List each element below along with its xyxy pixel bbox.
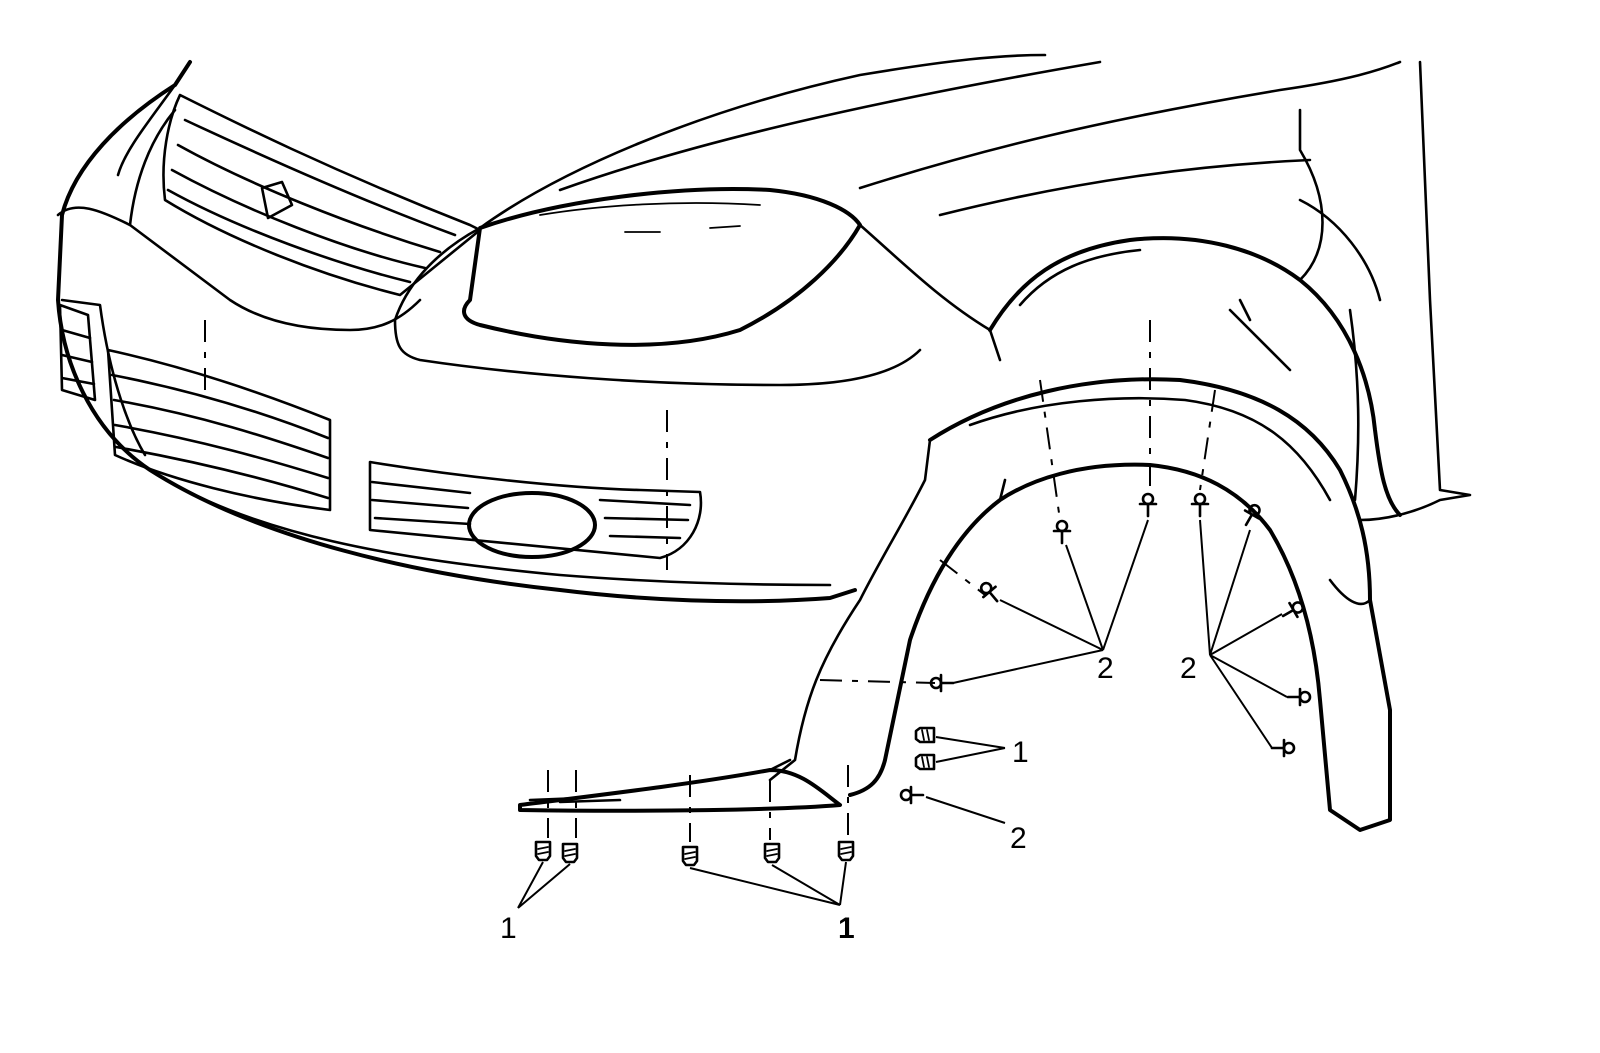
callout-label: 2 (1180, 652, 1197, 685)
screw-icon (681, 845, 699, 867)
fog-lamp (368, 460, 703, 560)
alignment-centerlines (204, 320, 1216, 842)
screw-icon (561, 842, 579, 864)
push-pin-retainer-icon (1138, 492, 1158, 518)
screw-icon (914, 726, 936, 744)
callout-label: 2 (1097, 652, 1114, 685)
push-pin-retainer-icon (1281, 601, 1305, 619)
push-pin-retainer-icon (929, 673, 955, 693)
lower-grille (58, 303, 332, 512)
screw-icon (837, 840, 855, 862)
callout-label: 2 (1010, 822, 1027, 855)
push-pin-retainer-icon (1243, 503, 1261, 527)
headlamp-assembly (393, 187, 922, 387)
callout-label: 1 (500, 912, 517, 945)
screw-fasteners (534, 726, 936, 867)
wheelhouse-liner (768, 377, 1392, 832)
push-pin-retainer-icon (899, 785, 925, 805)
push-pin-retainer-icon (979, 581, 999, 603)
front-bumper-fascia (56, 60, 857, 604)
fender-body (478, 53, 1472, 522)
callout-label: 1 (1012, 736, 1029, 769)
screw-icon (534, 840, 552, 862)
callout-labels: 1 1 1 2 2 2 (500, 652, 1197, 945)
push-pin-retainer-icon (1052, 519, 1072, 545)
screw-icon (914, 753, 936, 771)
screw-icon (763, 842, 781, 864)
leader-lines (517, 519, 1288, 909)
push-pin-retainers (899, 492, 1312, 805)
push-pin-retainer-icon (1270, 738, 1296, 758)
air-deflector (518, 758, 842, 813)
push-pin-retainer-icon (1190, 492, 1210, 518)
upper-grille (162, 93, 482, 297)
callout-label: 1 (838, 912, 855, 945)
push-pin-retainer-icon (1286, 687, 1312, 707)
